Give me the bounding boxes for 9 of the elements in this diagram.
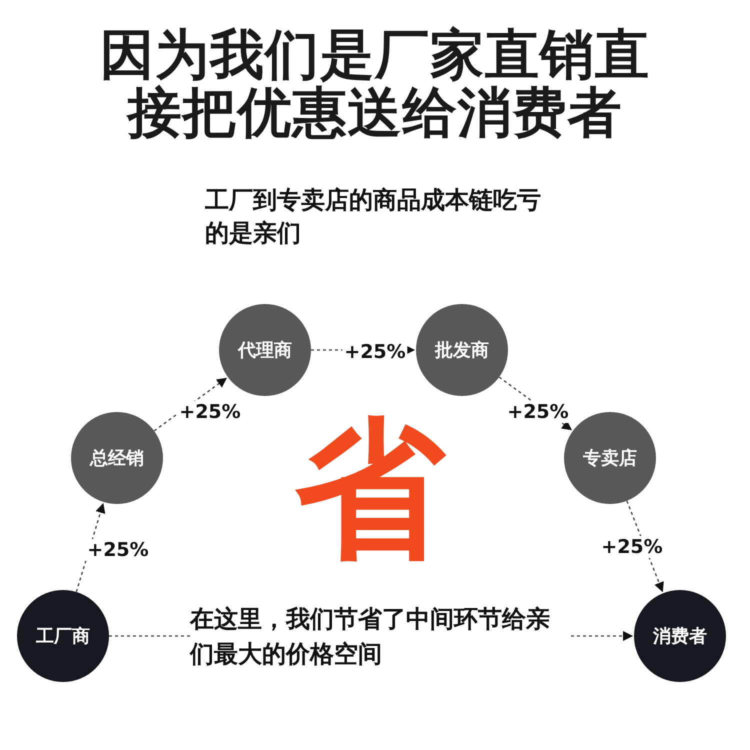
node-circle: 工厂商 — [17, 590, 109, 682]
node-circle: 批发商 — [416, 304, 508, 396]
edge-label: +25% — [85, 539, 151, 561]
subtitle: 工厂到专卖店的商品成本链吃亏的是亲们 — [205, 185, 542, 249]
node-circle: 总经销 — [71, 412, 163, 504]
title: 因为我们是厂家直销直接把优惠送给消费者 — [99, 26, 651, 142]
node-circle: 代理商 — [219, 304, 311, 396]
node-circle: 消费者 — [634, 590, 726, 682]
highlight-character: 省 — [294, 405, 448, 575]
